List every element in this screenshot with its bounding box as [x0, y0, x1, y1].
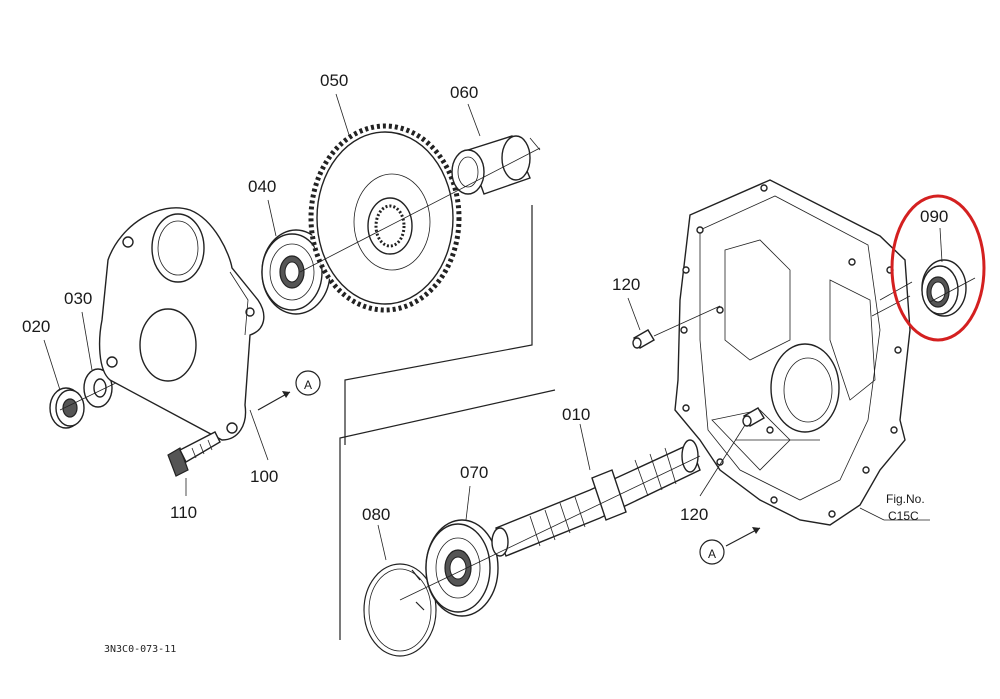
- leader-030: [81, 311, 93, 371]
- group-bracket-lines: [339, 205, 556, 640]
- label-120-upper: 120: [612, 275, 640, 294]
- snap-ring-080[interactable]: [363, 563, 437, 657]
- reference-arrow-a-left: A: [257, 370, 321, 411]
- bearing-040[interactable]: [261, 229, 331, 315]
- shaft-010[interactable]: [491, 439, 701, 557]
- oil-seal-020[interactable]: [49, 387, 85, 429]
- label-030: 030: [64, 289, 92, 308]
- label-110: 110: [170, 503, 197, 522]
- leader-040: [267, 199, 277, 237]
- svg-text:Fig.No.: Fig.No.: [886, 492, 925, 506]
- leader-060-b: [529, 137, 541, 151]
- leader-070: [465, 485, 471, 521]
- leader-120-lower: [699, 424, 746, 497]
- label-010: 010: [562, 405, 590, 424]
- figure-number-label: Fig.No. C15C: [859, 492, 930, 523]
- label-020: 020: [22, 317, 50, 336]
- sleeve-060[interactable]: [451, 135, 531, 195]
- drawing-code: 3N3C0-073-11: [104, 644, 176, 655]
- leader-050: [335, 93, 351, 139]
- reference-arrow-a-right: A: [699, 527, 761, 565]
- leader-060: [467, 103, 481, 137]
- bolt-110[interactable]: [167, 431, 221, 477]
- label-040: 040: [248, 177, 276, 196]
- axis-line-pin-upper: [653, 305, 721, 337]
- axis-line-upper: [299, 147, 541, 273]
- label-050: 050: [320, 71, 348, 90]
- oil-seal-090[interactable]: [921, 259, 967, 317]
- label-080: 080: [362, 505, 390, 524]
- leader-120-upper: [627, 297, 641, 331]
- leader-080: [377, 524, 387, 561]
- svg-text:A: A: [304, 378, 312, 392]
- axis-line-lower: [399, 455, 701, 601]
- leader-020: [43, 339, 61, 391]
- transmission-housing[interactable]: [674, 179, 913, 526]
- pin-120-upper[interactable]: [632, 329, 655, 349]
- bearing-070[interactable]: [425, 519, 499, 617]
- label-060: 060: [450, 83, 478, 102]
- leader-100: [249, 409, 269, 461]
- leader-090: [939, 227, 943, 263]
- gear-050[interactable]: [308, 123, 462, 313]
- svg-text:C15C: C15C: [888, 509, 919, 523]
- highlight-circle-090: [890, 194, 986, 342]
- svg-text:A: A: [708, 547, 716, 561]
- bracket-100[interactable]: [98, 207, 265, 441]
- label-120-lower: 120: [680, 505, 708, 524]
- axis-line-090: [929, 277, 976, 303]
- leader-010: [579, 423, 591, 471]
- label-090: 090: [920, 207, 948, 226]
- pin-120-lower[interactable]: [742, 407, 765, 427]
- label-070: 070: [460, 463, 488, 482]
- label-100: 100: [250, 467, 278, 486]
